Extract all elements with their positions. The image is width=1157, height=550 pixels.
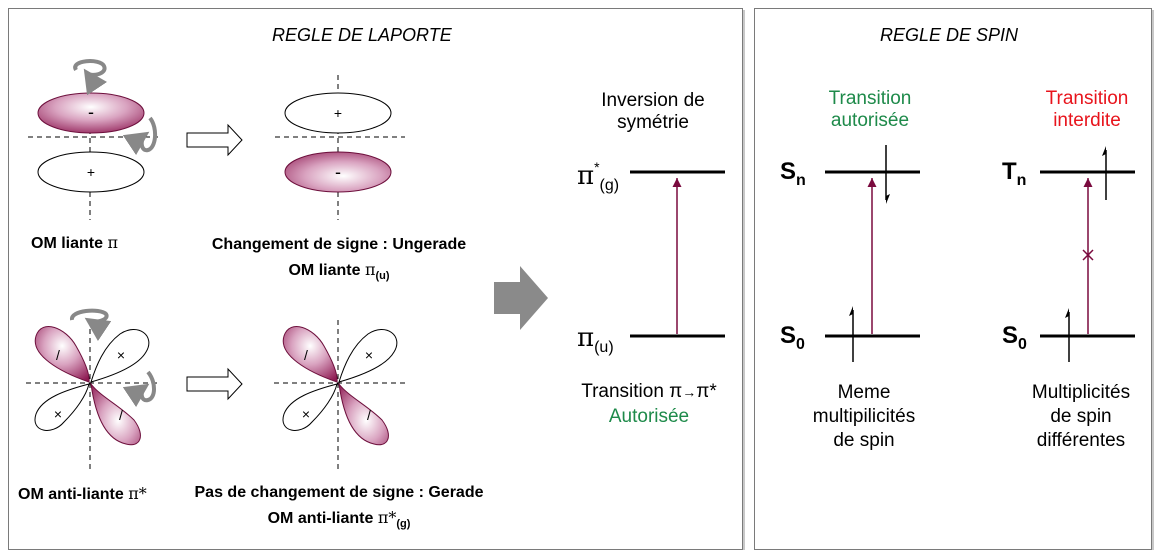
svg-text:×: × [117, 347, 125, 363]
rotation-arrow-icon [70, 308, 112, 342]
svg-text:/: / [304, 347, 308, 363]
diagram-canvas: - + + - / × × / [26, 59, 1135, 470]
lower-level-label: π(u) [577, 323, 614, 357]
svg-text:×: × [54, 406, 62, 422]
Tn-label: Tn [1002, 158, 1027, 189]
svg-text:/: / [367, 407, 371, 423]
allowed-result: Autorisée [608, 406, 690, 427]
inversion-heading: Inversion de symétrie [601, 90, 705, 133]
rotation-arrow-icon [73, 59, 108, 96]
om-ungerade-diagram: + - [275, 75, 405, 220]
spin-title: REGLE DE SPIN [880, 25, 1019, 45]
lobe-bottom-positive [37, 151, 145, 193]
hollow-arrow-icon [186, 123, 243, 157]
energy-diagram [630, 170, 725, 338]
upper-level-label: π*(g) [577, 159, 620, 195]
forbidden-heading: Transition interdite [1045, 88, 1129, 131]
spin-diagram-allowed [825, 145, 920, 362]
big-gray-arrow-icon [494, 266, 548, 330]
liante-caption: OM liante π [31, 233, 118, 252]
svg-text:+: + [87, 164, 95, 180]
S0-left-label: S0 [780, 322, 805, 353]
ungerade-caption: Changement de signe : Ungerade OM liante… [211, 236, 467, 283]
svg-text:-: - [335, 162, 341, 182]
rotation-arrow-icon [122, 116, 157, 156]
svg-text:×: × [302, 406, 310, 422]
om-antiliante-diagram: / × × / [26, 308, 158, 470]
antiliante-caption: OM anti-liante π* [18, 484, 147, 503]
hollow-arrow-icon [186, 367, 243, 401]
forbidden-cross-icon [1082, 249, 1094, 261]
svg-text:-: - [88, 102, 94, 122]
Sn-label: Sn [780, 158, 806, 189]
allowed-heading: Transition autorisée [828, 88, 912, 131]
gerade-caption: Pas de changement de signe : Gerade OM a… [194, 484, 484, 531]
svg-text:+: + [334, 105, 342, 121]
same-multiplicity-caption: Meme multipilicités de spin [812, 382, 916, 451]
spin-diagram-forbidden [1040, 146, 1135, 362]
laporte-title: REGLE DE LAPORTE [272, 25, 452, 45]
diff-multiplicity-caption: Multiplicités de spin différentes [1031, 382, 1131, 451]
transition-label: Transition π→π* Autorisée [563, 381, 735, 428]
svg-text:/: / [119, 407, 123, 423]
rotation-arrow-icon [122, 370, 156, 408]
svg-text:/: / [56, 347, 60, 363]
S0-right-label: S0 [1002, 322, 1027, 353]
om-gerade-diagram: / × × / [274, 320, 406, 470]
spin-panel [754, 8, 1152, 550]
om-liante-pi-diagram: - + [28, 59, 158, 220]
svg-text:×: × [365, 347, 373, 363]
